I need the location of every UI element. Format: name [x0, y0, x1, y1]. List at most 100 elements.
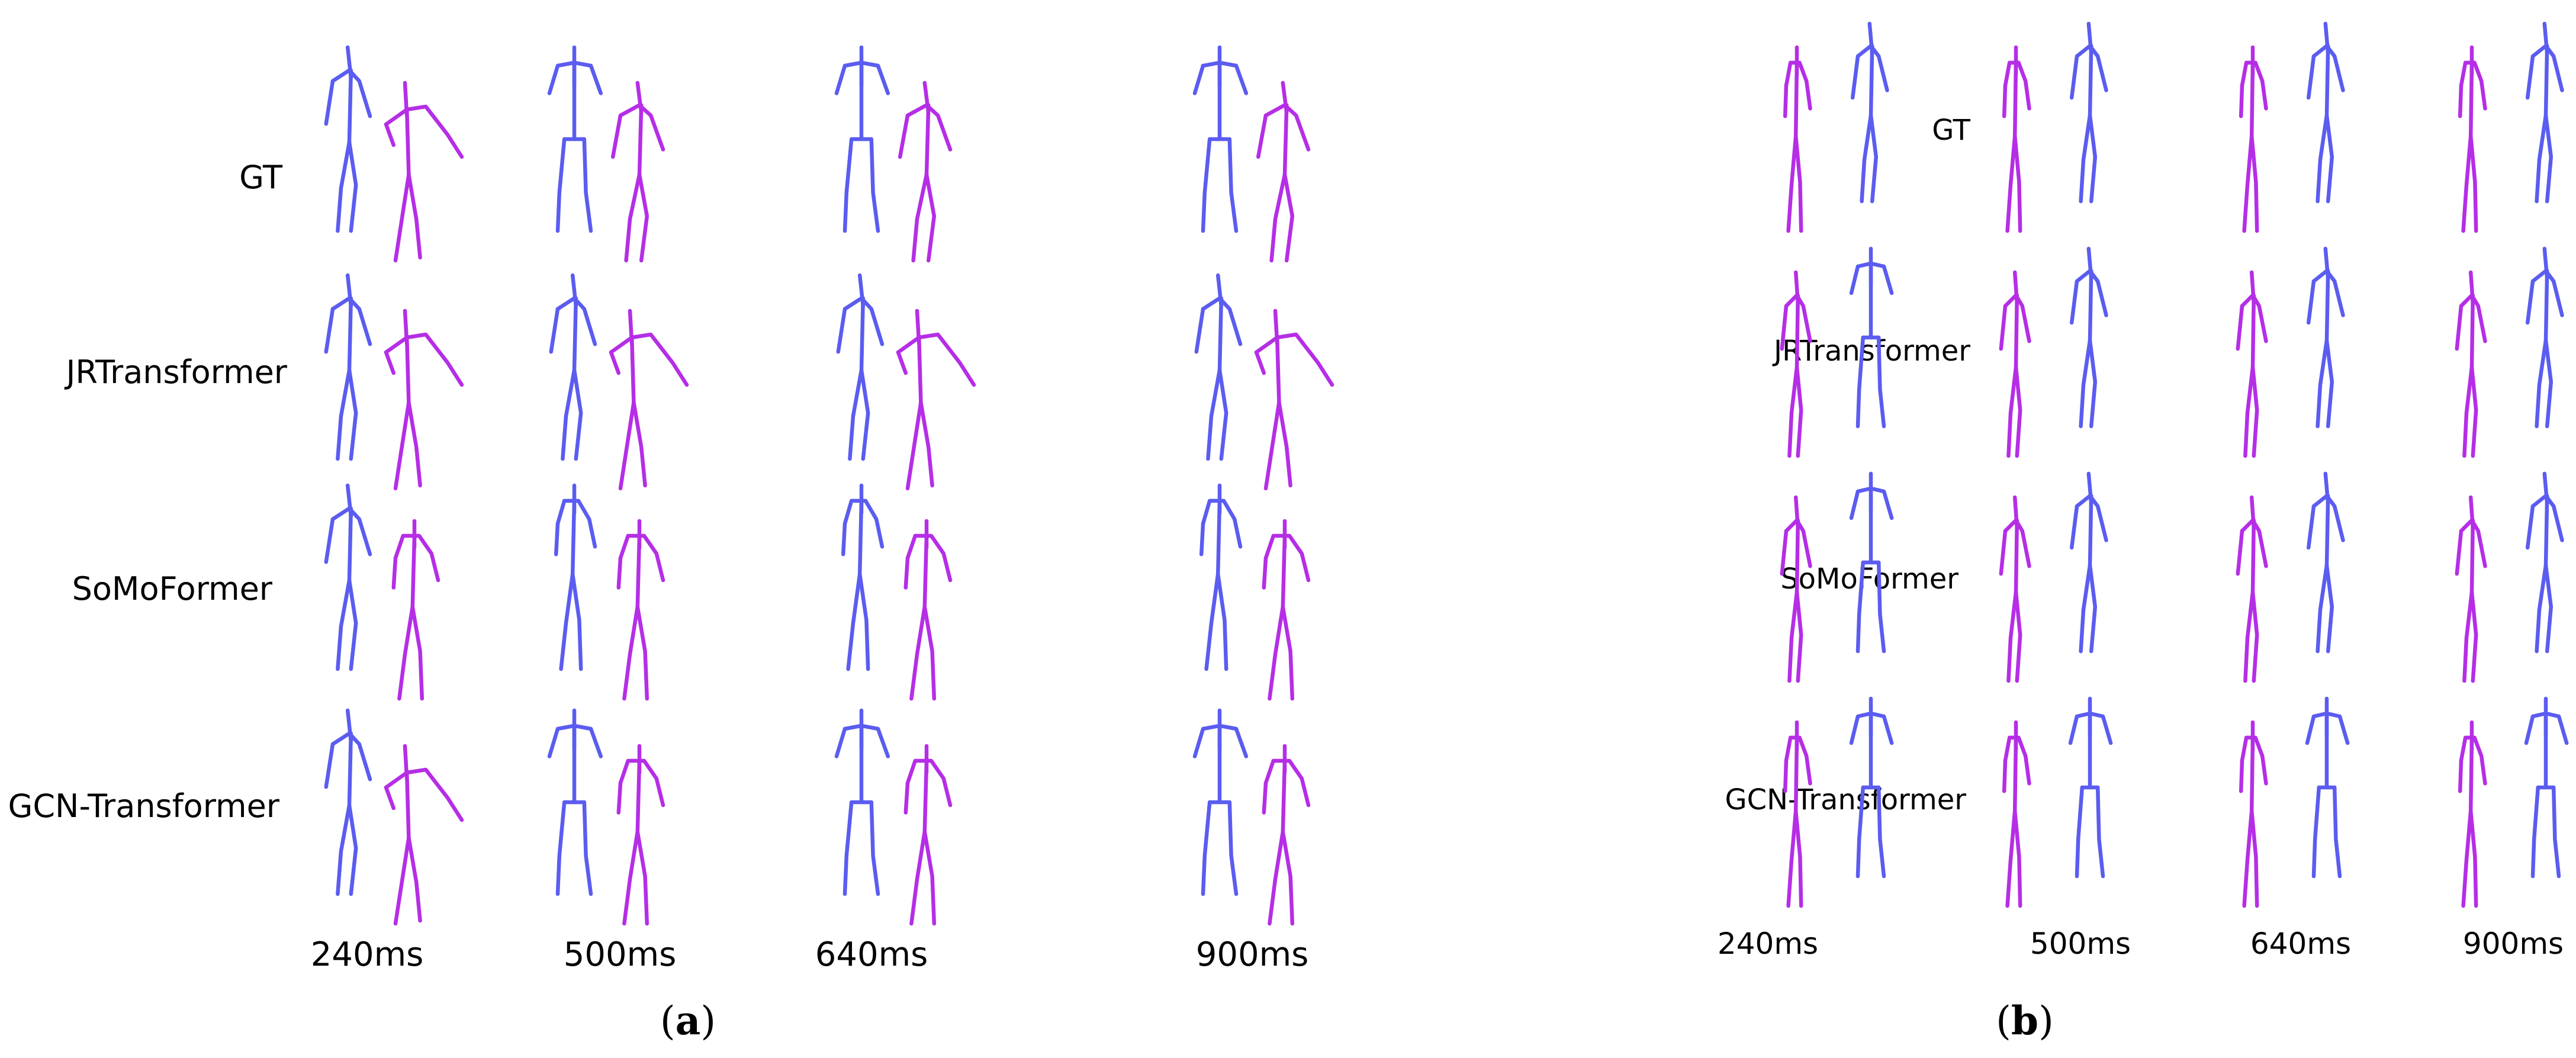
skeleton-a-row3-col0-person2-limb-3	[395, 838, 409, 924]
skeleton-a-row2-col1-person2-limb-2	[638, 536, 639, 607]
skeleton-b-row3-col1-person1-limb-4	[2015, 811, 2020, 906]
skeleton-a-row2-col3-person2-limb-2	[1283, 536, 1285, 607]
skeleton-a-row3-col0-person1-limb-2	[349, 734, 351, 805]
skeleton-a-row0-col1-person2-limb-1	[620, 105, 663, 150]
skeleton-b-row3-col3-person1-limb-3	[2464, 811, 2471, 906]
row-label-gcn-transformer: GCN-Transformer	[1725, 783, 1966, 816]
skeleton-a-row3-col3-person1	[1178, 710, 1261, 894]
skeleton-b-row2-col2-person1-limb-5	[2238, 531, 2242, 574]
skeleton-a-row3-col1-person2	[592, 746, 687, 924]
skeleton-a-row2-col1-person1-limb-2	[573, 501, 574, 574]
skeleton-b-row0-col3-person1-limb-1	[2461, 63, 2485, 109]
skeleton-a-row0-col1-person2	[592, 83, 687, 261]
skeleton-b-row1-col3-person1-limb-2	[2472, 295, 2473, 367]
skeleton-b-row3-col1-person2-limb-4	[2098, 787, 2103, 876]
skeleton-a-row0-col2-person2-limb-2	[927, 105, 928, 175]
row-label-jrtransformer: JRTransformer	[1773, 335, 1970, 368]
skeleton-a-row3-col3-person2-limb-1	[1266, 761, 1308, 805]
caption-b-letter: b	[2011, 998, 2039, 1044]
skeleton-a-row1-col0-person1-limb-3	[337, 370, 349, 459]
skeleton-b-row2-col1-person2-limb-2	[2090, 496, 2091, 566]
skeleton-a-row1-col0-person2-limb-4	[409, 403, 420, 485]
skeleton-b-row2-col3-person1-limb-4	[2472, 592, 2476, 681]
skeleton-a-row3-col0-person2	[367, 746, 462, 924]
skeleton-a-row2-col3-person2-limb-5	[1264, 558, 1266, 588]
skeleton-a-row3-col2-person2-limb-2	[925, 761, 927, 832]
skeleton-a-row0-col0-person2	[367, 83, 462, 261]
skeleton-b-row3-col1-person1-limb-5	[2004, 761, 2005, 792]
skeleton-b-row1-col1-person2	[2057, 249, 2122, 426]
skeleton-a-row1-col1-person1-limb-2	[574, 298, 576, 370]
skeleton-b-row1-col3-person2-limb-2	[2546, 271, 2547, 341]
skeleton-a-row0-col3-person2-limb-5	[1258, 115, 1266, 157]
skeleton-a-row2-col1-person1-limb-1	[558, 501, 595, 547]
skeleton-b-row1-col1-person1	[1989, 272, 2043, 456]
skeleton-a-row3-col3-person1-limb-4	[1230, 802, 1236, 894]
skeleton-a-row1-col3-person1-limb-4	[1220, 370, 1226, 459]
skeleton-b-row2-col1-person1-limb-4	[2016, 592, 2020, 681]
skeleton-a-row3-col2-person2-limb-1	[908, 761, 950, 805]
skeleton-b-row1-col2-person2-limb-3	[2318, 340, 2327, 426]
skeleton-b-row1-col3-person2	[2513, 249, 2576, 426]
caption-a: (a)	[660, 998, 716, 1044]
skeleton-a-row1-col0-person1	[308, 275, 391, 459]
skeleton-b-row2-col2-person2-limb-3	[2318, 565, 2327, 651]
skeleton-b-row1-col0-person1-limb-5	[1782, 306, 1786, 349]
skeleton-b-row1-col3-person2-limb-1	[2533, 271, 2562, 316]
skeleton-b-row3-col2-person1-limb-2	[2252, 738, 2253, 811]
skeleton-a-row3-col2-person2-limb-4	[925, 832, 934, 924]
skeleton-a-row1-col0-person2-limb-2	[407, 337, 409, 403]
skeleton-b-row0-col2-person1-limb-1	[2242, 63, 2266, 109]
skeleton-b-row0-col0-person2-limb-5	[1853, 56, 1858, 98]
skeleton-b-row3-col2-person1-limb-5	[2241, 761, 2242, 792]
skeleton-b-row3-col1-person1-limb-1	[2005, 738, 2030, 784]
skeleton-b-row0-col2-person1-limb-5	[2241, 86, 2242, 117]
skeleton-b-row3-col1-person2	[2057, 699, 2122, 876]
skeleton-a-row1-col2-person2-limb-1	[898, 335, 974, 385]
skeleton-b-row2-col3-person1-limb-5	[2457, 531, 2461, 574]
skeleton-b-row1-col1-person2-limb-5	[2072, 281, 2077, 323]
skeleton-a-row2-col2-person1	[820, 485, 903, 669]
skeleton-b-row2-col0-person2-limb-3	[1858, 562, 1863, 651]
skeleton-b-row1-col0-person1-limb-2	[1797, 295, 1798, 367]
skeleton-a-row3-col3-person1-limb-3	[1203, 802, 1210, 894]
skeleton-b-row2-col0-person1-limb-3	[1789, 592, 1797, 681]
row-label-gcn-transformer: GCN-Transformer	[8, 787, 280, 825]
skeleton-b-row1-col2-person2-limb-4	[2327, 340, 2332, 426]
skeleton-b-row3-col2-person2-limb-3	[2314, 787, 2319, 876]
skeleton-a-row2-col3-person1-limb-1	[1203, 501, 1240, 547]
skeleton-b-row2-col1-person1	[1989, 497, 2043, 681]
skeleton-a-row1-col1-person1-limb-3	[562, 370, 574, 459]
skeleton-b-row1-col3-person2-limb-3	[2537, 340, 2546, 426]
skeleton-b-row2-col3-person1-limb-3	[2464, 592, 2472, 681]
skeleton-a-row2-col1-person1-limb-4	[573, 574, 581, 669]
skeleton-a-row2-col0-person1-limb-5	[326, 519, 333, 562]
skeleton-b-row2-col3-person2-limb-2	[2546, 496, 2547, 566]
skeleton-a-row2-col2-person2-limb-3	[911, 607, 924, 699]
skeleton-a-row2-col1-person2-limb-4	[638, 607, 647, 699]
skeleton-a-row0-col2-person1-limb-3	[845, 139, 851, 231]
skeleton-a-row0-col0-person1-limb-2	[349, 70, 351, 142]
panel-b: GT JRTransformer SoMoFormer GCN-Transfor…	[1421, 0, 2576, 1058]
skeleton-a-row2-col3-person2-limb-1	[1266, 536, 1308, 580]
skeleton-b-row0-col2-person1-limb-4	[2252, 136, 2257, 231]
skeleton-a-row1-col0-person2-limb-1	[386, 335, 462, 385]
skeleton-b-row1-col2-person2-limb-5	[2308, 281, 2314, 323]
skeleton-a-row1-col2-person1-limb-2	[861, 298, 863, 370]
skeleton-a-row0-col1-person2-limb-2	[639, 105, 641, 175]
skeleton-a-row1-col1-person2	[592, 311, 687, 488]
skeleton-a-row2-col3-person1-limb-3	[1207, 574, 1218, 669]
skeleton-a-row1-col2-person2-limb-3	[908, 403, 921, 488]
skeleton-b-row0-col3-person2	[2513, 24, 2576, 201]
skeleton-a-row0-col2-person2-limb-5	[900, 115, 908, 157]
skeleton-b-row2-col1-person1-limb-3	[2008, 592, 2016, 681]
skeleton-a-row2-col2-person1-limb-4	[860, 574, 868, 669]
skeleton-a-row0-col2-person2-limb-1	[908, 105, 950, 150]
skeleton-b-row1-col1-person1-limb-2	[2016, 295, 2017, 367]
skeleton-a-row2-col0-person1-limb-3	[337, 580, 349, 669]
skeleton-a-row0-col3-person2-limb-4	[1285, 175, 1292, 261]
skeleton-b-row2-col2-person2-limb-1	[2314, 496, 2343, 541]
skeleton-b-row1-col0-person1-limb-1	[1786, 295, 1810, 342]
skeleton-b-row0-col2-person2	[2294, 24, 2359, 201]
skeleton-a-row3-col0-person2-limb-5	[386, 787, 394, 808]
